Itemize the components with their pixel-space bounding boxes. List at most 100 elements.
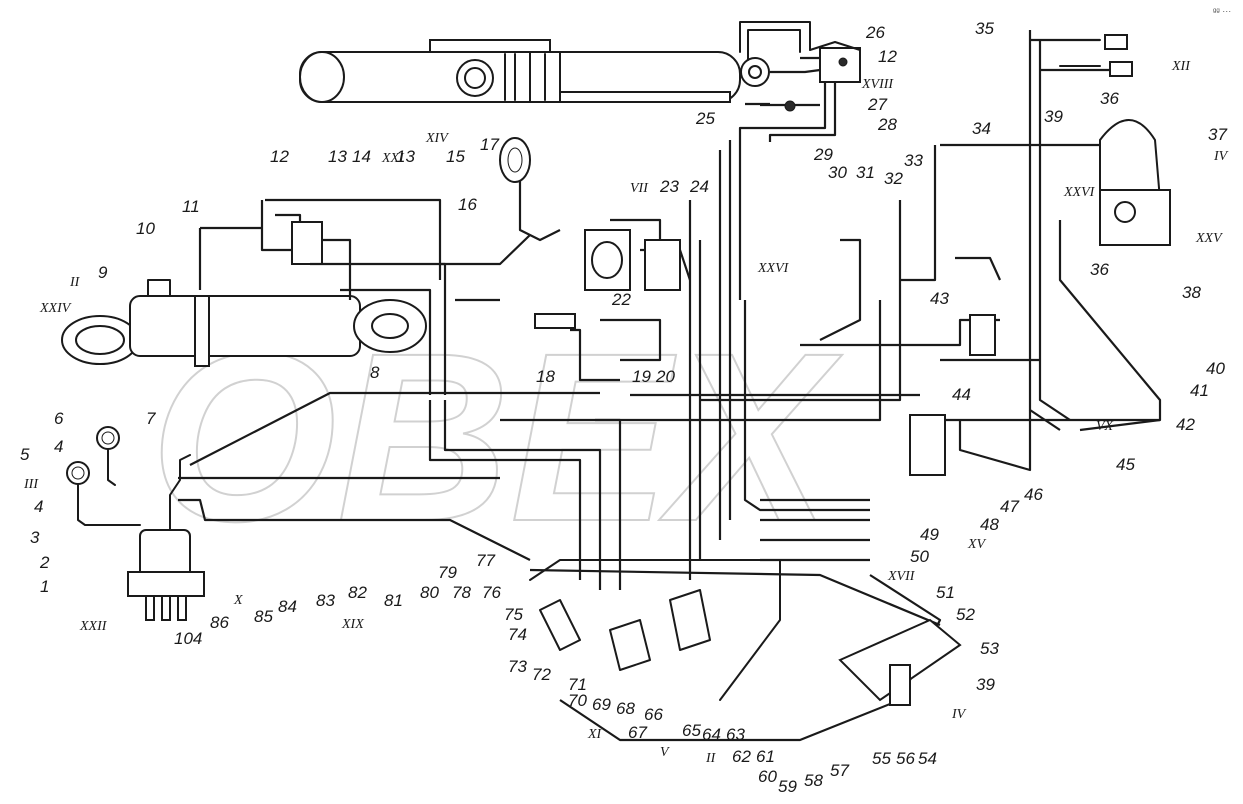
label-29: 29 — [813, 145, 833, 164]
label-9: 9 — [98, 263, 108, 282]
label-85: 85 — [254, 607, 273, 626]
label-12a: 12 — [270, 147, 289, 166]
roman-III: III — [23, 477, 39, 492]
label-19: 19 — [632, 367, 651, 386]
label-22: 22 — [611, 290, 631, 309]
label-82: 82 — [348, 583, 367, 602]
pressure-gauge-6 — [96, 426, 120, 486]
label-80: 80 — [420, 583, 439, 602]
left-valve-block — [198, 198, 442, 300]
label-6: 6 — [54, 409, 64, 428]
label-27: 27 — [867, 95, 887, 114]
label-79: 79 — [438, 563, 457, 582]
roman-X: X — [233, 593, 243, 608]
label-17: 17 — [480, 135, 499, 154]
label-14: 14 — [352, 147, 371, 166]
label-60: 60 — [758, 767, 777, 786]
label-34: 34 — [972, 119, 991, 138]
label-37: 37 — [1208, 125, 1227, 144]
roman-VX: VX — [1096, 419, 1114, 434]
label-49: 49 — [920, 525, 939, 544]
label-72: 72 — [532, 665, 551, 684]
label-2: 2 — [39, 553, 50, 572]
roman-XXI: XXI — [381, 151, 405, 166]
label-4a: 4 — [54, 437, 63, 456]
label-53: 53 — [980, 639, 999, 658]
label-23: 23 — [659, 177, 679, 196]
roman-XII: XII — [1171, 59, 1191, 74]
label-67: 67 — [628, 723, 647, 742]
label-86: 86 — [210, 613, 229, 632]
label-77: 77 — [476, 551, 495, 570]
label-40: 40 — [1206, 359, 1225, 378]
label-39b: 39 — [976, 675, 995, 694]
label-25: 25 — [695, 109, 715, 128]
roman-XVIII: XVIII — [861, 77, 894, 92]
roman-labels: III II XXIV XXII X XIX XIV XXI VII XXVI … — [23, 59, 1229, 766]
label-16: 16 — [458, 195, 477, 214]
label-41: 41 — [1190, 381, 1209, 400]
roman-XV: XV — [967, 537, 987, 552]
roman-XIV: XIV — [425, 131, 449, 146]
label-64: 64 — [702, 725, 721, 744]
label-46: 46 — [1024, 485, 1043, 504]
label-74: 74 — [508, 625, 527, 644]
top-valve-block — [738, 21, 861, 300]
roman-V: V — [660, 745, 670, 760]
roman-IV-a: IV — [1213, 149, 1229, 164]
roman-XIX: XIX — [341, 617, 364, 632]
label-5: 5 — [20, 445, 30, 464]
part-number-labels: 1 2 3 4 4 5 6 7 8 9 10 11 12 12 13 13 14… — [20, 19, 1227, 796]
label-28: 28 — [877, 115, 897, 134]
label-56: 56 — [896, 749, 915, 768]
label-12b: 12 — [878, 47, 897, 66]
label-73: 73 — [508, 657, 527, 676]
label-76: 76 — [482, 583, 501, 602]
label-3: 3 — [30, 528, 40, 547]
left-hydraulic-cylinder — [61, 279, 427, 367]
roman-XXII: XXII — [79, 619, 108, 634]
pump-assembly — [127, 454, 205, 621]
label-45: 45 — [1116, 455, 1135, 474]
label-43: 43 — [930, 289, 949, 308]
label-57: 57 — [830, 761, 849, 780]
label-4b: 4 — [34, 497, 43, 516]
label-104: 104 — [174, 629, 202, 648]
oil-tank — [1099, 119, 1171, 246]
label-50: 50 — [910, 547, 929, 566]
label-48: 48 — [980, 515, 999, 534]
label-32: 32 — [884, 169, 903, 188]
roman-XXVI-a: XXVI — [757, 261, 790, 276]
label-36a: 36 — [1100, 89, 1119, 108]
label-33: 33 — [904, 151, 923, 170]
label-69: 69 — [592, 695, 611, 714]
label-58: 58 — [804, 771, 823, 790]
roman-IV-b: IV — [951, 707, 967, 722]
label-7: 7 — [146, 409, 156, 428]
filter-17 — [499, 137, 531, 183]
label-18: 18 — [536, 367, 555, 386]
label-39a: 39 — [1044, 107, 1063, 126]
label-61: 61 — [756, 747, 775, 766]
roman-II: II — [69, 275, 81, 290]
label-42: 42 — [1176, 415, 1195, 434]
label-68: 68 — [616, 699, 635, 718]
label-59: 59 — [778, 777, 797, 796]
label-84: 84 — [278, 597, 297, 616]
label-65: 65 — [682, 721, 701, 740]
label-75: 75 — [504, 605, 523, 624]
roman-VII: VII — [630, 181, 649, 196]
roman-XI: XI — [587, 727, 603, 742]
label-36b: 36 — [1090, 260, 1109, 279]
label-26: 26 — [865, 23, 885, 42]
label-35: 35 — [975, 19, 994, 38]
label-44: 44 — [952, 385, 971, 404]
bottom-right-valve-block — [838, 618, 962, 706]
right-valve-block — [909, 314, 996, 476]
label-13b: 13 — [396, 147, 415, 166]
label-81: 81 — [384, 591, 403, 610]
label-51: 51 — [936, 583, 955, 602]
label-8: 8 — [370, 363, 380, 382]
